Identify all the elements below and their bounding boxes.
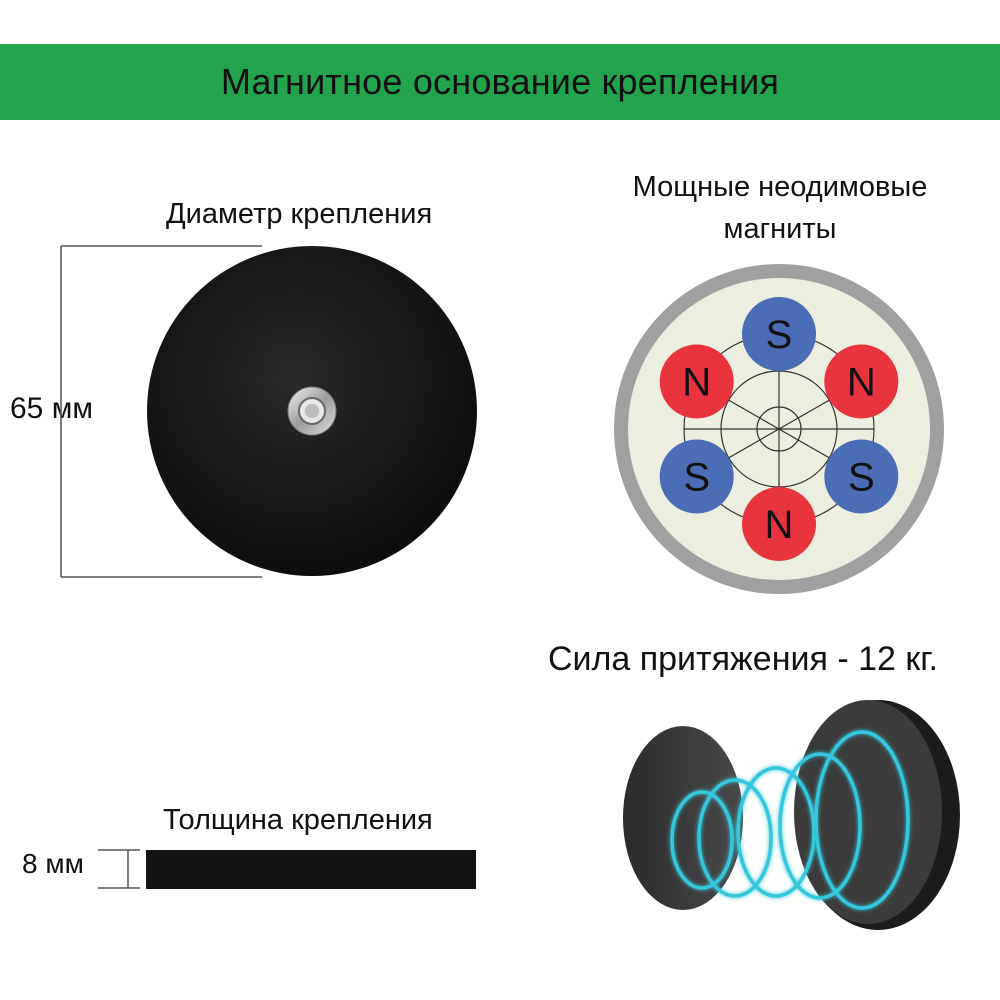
mount-disc-top-view [147,246,477,576]
thickness-dimension [98,849,476,889]
magnet-pole-south [742,297,816,371]
magnet-pole-south [824,439,899,514]
magnet-pole-label: S [848,456,875,500]
magnet-pole-label: N [765,503,794,547]
magnet-pole-label: S [766,313,793,357]
mount-disc-side-view [146,850,476,889]
center-hole-inner [305,404,319,418]
magnet-pole-label: N [847,361,876,405]
diameter-value: 65 мм [10,392,93,425]
page-title: Магнитное основание крепления [220,61,780,102]
magnet-pole-south [659,439,734,514]
magnet-pole-north [824,344,899,419]
magnets-label: Мощные неодимовые магниты [632,171,928,245]
thickness-value: 8 мм [22,848,84,879]
left-disc [623,726,743,910]
magnetic-field-rings [670,730,910,910]
attraction-illustration [623,700,960,930]
force-label: Сила притяжения - 12 кг. [548,640,938,678]
magnet-pole-label: N [682,361,711,405]
magnet-poles: S N N S S N [659,297,899,561]
thickness-label: Толщина крепления [163,804,433,836]
header-banner: Магнитное основание крепления [0,44,1000,120]
magnet-pole-north [742,487,816,561]
magnet-pole-north [659,344,734,419]
magnet-layout: S N N S S N [614,264,944,594]
diameter-label: Диаметр крепления [166,198,433,230]
magnet-pole-label: S [683,456,710,500]
diameter-dimension [60,245,262,578]
